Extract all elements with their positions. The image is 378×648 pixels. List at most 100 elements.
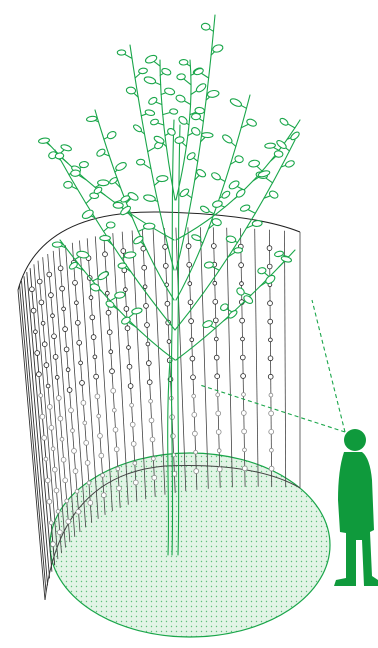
- tree-leaf: [257, 267, 266, 274]
- tree-leaf: [147, 96, 158, 106]
- tree-leaf: [106, 130, 117, 140]
- screen-bead: [127, 346, 131, 350]
- screen-bead: [42, 436, 47, 441]
- tree-leaf: [195, 107, 205, 114]
- screen-bead: [239, 263, 244, 268]
- tree-leaf: [228, 179, 241, 190]
- screen-bead: [125, 326, 130, 331]
- screen-bead: [267, 264, 272, 269]
- screen-bead: [87, 481, 91, 485]
- tree-leaf: [210, 171, 221, 181]
- screen-bead: [268, 356, 273, 361]
- screen-rod: [24, 276, 50, 578]
- screen-bead: [130, 422, 135, 427]
- screen-bead: [113, 427, 118, 432]
- screen-bead: [144, 304, 149, 309]
- screen-bead: [194, 450, 198, 454]
- screen-bead: [47, 405, 52, 410]
- tree-leaf: [235, 188, 246, 199]
- screen-bead: [66, 519, 71, 524]
- tree-leaf: [126, 87, 136, 95]
- screen-bead: [75, 301, 79, 305]
- tree-leaf: [81, 208, 95, 220]
- tree-leaf: [100, 236, 111, 241]
- screen-bead: [116, 467, 120, 471]
- tree-leaf: [201, 132, 213, 137]
- screen-bead: [49, 521, 53, 525]
- screen-bead: [163, 264, 168, 269]
- tree-leaf: [143, 194, 156, 202]
- tree-leaf: [190, 126, 201, 137]
- screen-bead: [83, 421, 87, 425]
- tree-leaf: [106, 222, 115, 228]
- tree-branch: [176, 60, 191, 200]
- screen-bead: [124, 307, 129, 312]
- standing-person: [334, 429, 378, 586]
- screen-bead: [94, 374, 99, 379]
- screen-bead: [216, 393, 220, 397]
- screen-bead: [91, 335, 96, 340]
- screen-bead: [95, 394, 100, 399]
- screen-bead: [39, 300, 44, 305]
- screen-bead: [106, 310, 111, 315]
- screen-rod: [27, 272, 52, 572]
- tree-leaf: [258, 170, 271, 178]
- tree-leaf: [221, 133, 233, 144]
- screen-bead: [269, 466, 274, 471]
- screen-bead: [51, 542, 56, 547]
- screen-bead: [56, 396, 61, 401]
- tree-leaf: [95, 148, 106, 158]
- tree-leaf: [113, 202, 123, 208]
- ground-circle: [50, 453, 330, 637]
- screen-bead: [75, 490, 79, 494]
- screen-bead: [107, 330, 112, 335]
- screen-bead: [214, 337, 218, 341]
- screen-bead: [85, 461, 90, 466]
- tree-leaf: [191, 234, 202, 242]
- screen-bead: [128, 384, 133, 389]
- screen-bead: [267, 246, 272, 251]
- tree-leaf: [246, 118, 258, 128]
- screen-bead: [192, 412, 197, 417]
- screen-bead: [191, 375, 196, 380]
- screen-bead: [211, 244, 216, 249]
- screen-bead: [57, 530, 62, 535]
- screen-bead: [242, 393, 246, 397]
- screen-bead: [93, 355, 97, 359]
- screen-bead: [39, 394, 43, 398]
- screen-bead: [150, 437, 155, 442]
- screen-bead: [214, 355, 219, 360]
- screen-bead: [51, 314, 55, 318]
- screen-bead: [189, 319, 194, 324]
- screen-bead: [45, 478, 50, 483]
- screen-bead: [268, 319, 273, 324]
- screen-bead: [112, 408, 116, 412]
- tree-leaf: [117, 50, 125, 55]
- screen-bead: [130, 403, 134, 407]
- screen-bead: [241, 374, 246, 379]
- screen-bead: [97, 414, 101, 418]
- screen-bead: [52, 467, 57, 472]
- screen-bead: [131, 442, 136, 447]
- screen-bead: [63, 478, 68, 483]
- screen-bead: [54, 488, 59, 493]
- screen-bead: [124, 288, 128, 292]
- tree-leaf: [166, 127, 176, 136]
- screen-bead: [61, 457, 66, 462]
- tree-leaf: [114, 161, 127, 172]
- tree-leaf: [118, 263, 127, 269]
- screen-bead: [268, 301, 273, 306]
- tree-leaf: [235, 286, 245, 296]
- tree-leaf: [143, 76, 156, 85]
- tree-leaf: [161, 67, 172, 76]
- screen-rod: [227, 228, 233, 488]
- screen-bead: [60, 437, 64, 441]
- screen-bead: [76, 509, 81, 514]
- screen-bead: [30, 287, 35, 292]
- screen-bead: [47, 272, 52, 277]
- screen-bead: [73, 280, 78, 285]
- screen-bead: [46, 384, 50, 388]
- screen-bead: [62, 307, 66, 311]
- tree-leaf: [150, 118, 159, 125]
- screen-bead: [56, 510, 60, 514]
